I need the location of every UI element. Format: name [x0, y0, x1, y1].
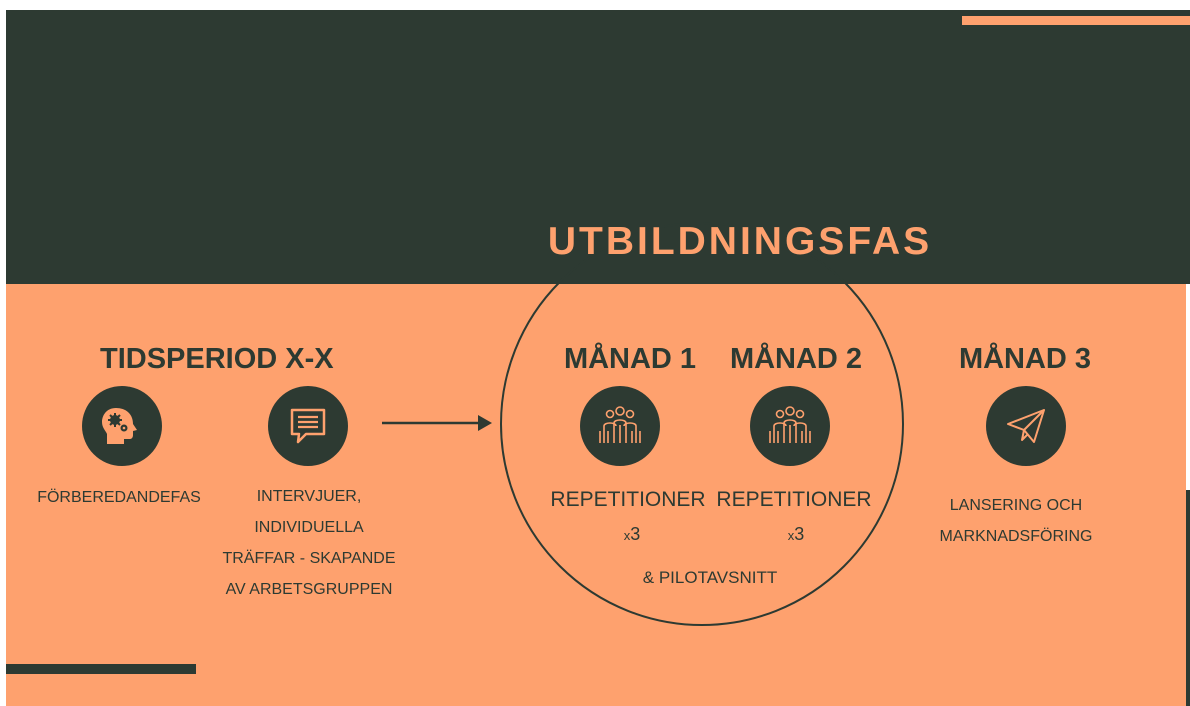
prep-heading: TIDSPERIOD X-X	[100, 343, 334, 375]
education-phase-circle	[500, 222, 904, 626]
top-accent-bar	[962, 16, 1190, 25]
bottom-accent-bar	[6, 664, 196, 674]
month1-times-value: 3	[630, 524, 641, 544]
dark-header-band	[6, 10, 1190, 284]
team-icon	[750, 386, 830, 466]
interview-label: INTERVJUER, INDIVIDUELLA TRÄFFAR - SKAPA…	[206, 481, 412, 605]
right-edge-line	[1186, 490, 1190, 706]
month3-line-2: MARKNADSFÖRING	[939, 528, 1093, 545]
month1-times: x3	[612, 524, 652, 545]
month2-times-value: 3	[794, 524, 805, 544]
speech-bubble-icon	[268, 386, 348, 466]
brain-gears-icon	[82, 386, 162, 466]
month3-line-1: LANSERING OCH	[949, 497, 1083, 514]
prep-label: FÖRBEREDANDEFAS	[37, 489, 201, 506]
month2-times-prefix: x	[787, 528, 795, 543]
pilot-label: & PILOTAVSNITT	[642, 568, 778, 587]
interview-line-2: INDIVIDUELLA	[254, 519, 364, 536]
month3-heading: MÅNAD 3	[958, 343, 1092, 375]
paper-plane-icon	[986, 386, 1066, 466]
interview-line-4: AV ARBETSGRUPPEN	[225, 581, 393, 598]
team-icon	[580, 386, 660, 466]
month1-heading: MÅNAD 1	[563, 343, 697, 375]
interview-line-3: TRÄFFAR - SKAPANDE	[222, 550, 396, 567]
flow-arrow-icon	[382, 415, 492, 431]
phase-title: UTBILDNINGSFAS	[547, 220, 933, 263]
month2-times: x3	[776, 524, 816, 545]
month1-times-prefix: x	[623, 528, 631, 543]
month1-label: REPETITIONER	[550, 488, 706, 511]
month2-label: REPETITIONER	[716, 488, 872, 511]
month2-heading: MÅNAD 2	[729, 343, 863, 375]
month3-label: LANSERING OCH MARKNADSFÖRING	[916, 490, 1116, 552]
interview-line-1: INTERVJUER,	[256, 488, 362, 505]
